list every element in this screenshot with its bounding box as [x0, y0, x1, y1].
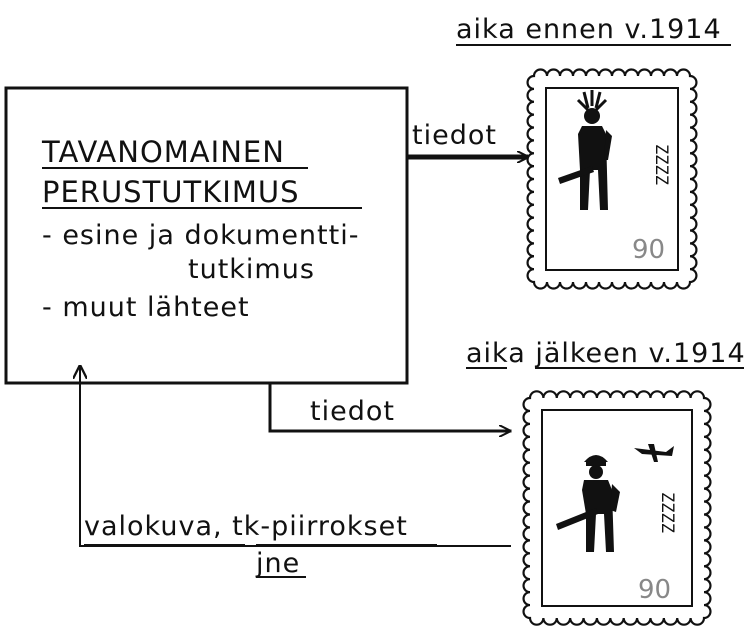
- lower-arrow-label: tiedot: [310, 396, 395, 427]
- research-box-frame: [4, 86, 409, 385]
- research-title-line2: PERUSTUTKIMUS: [42, 175, 299, 209]
- lower-tiedot-arrow: tiedot: [268, 381, 512, 431]
- stamp-perforated-edge: [526, 68, 698, 290]
- stamp-inner-frame: [541, 409, 693, 607]
- feedback-arrow: valokuva, tk-piirrokset jne: [80, 366, 511, 579]
- stamp-series-letters: ZZZZ: [657, 492, 677, 533]
- research-item1-line2: tutkimus: [188, 254, 315, 285]
- period-before-label: aika ennen v.1914: [456, 14, 722, 45]
- soldier-figure-icon: [556, 455, 620, 552]
- research-box: TAVANOMAINEN PERUSTUTKIMUS - esine ja do…: [4, 86, 409, 385]
- stamp-series-letters: ZZZZ: [651, 144, 671, 185]
- period-after-label: aika jälkeen v.1914: [466, 338, 746, 369]
- stamp-inner-frame: [545, 87, 679, 271]
- stamp-value: 90: [638, 575, 671, 605]
- period-after-heading: aika jälkeen v.1914: [466, 338, 746, 369]
- stamp-perforated-edge: [522, 390, 712, 626]
- upper-arrow-label: tiedot: [412, 120, 497, 151]
- period-before-heading: aika ennen v.1914: [456, 14, 731, 46]
- feedback-label-line2: jne: [255, 548, 300, 579]
- upper-tiedot-arrow: tiedot: [407, 120, 528, 157]
- lower-arrow-line: [268, 381, 512, 431]
- stamp-after-1914: ZZZZ 90: [522, 390, 712, 626]
- stamp-before-1914: ZZZZ 90: [526, 68, 698, 290]
- stamp-value: 90: [632, 235, 665, 265]
- airplane-icon: [634, 444, 674, 462]
- research-item1-line1: - esine ja dokumentti-: [42, 220, 359, 251]
- research-title-line1: TAVANOMAINEN: [41, 135, 285, 169]
- warrior-figure-icon: [558, 90, 612, 210]
- research-item2: - muut lähteet: [42, 292, 250, 323]
- feedback-label-line1: valokuva, tk-piirrokset: [84, 511, 408, 542]
